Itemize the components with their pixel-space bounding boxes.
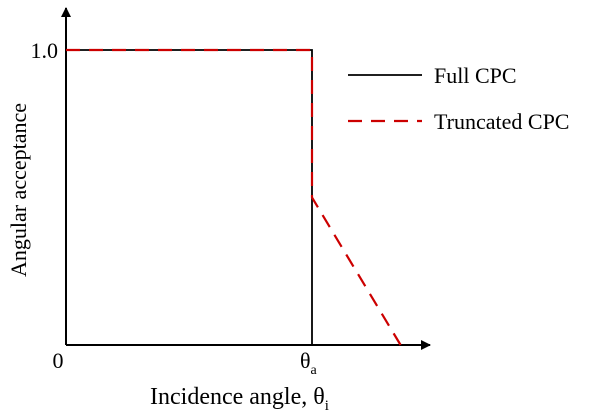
- x-tick-label-1: θa: [300, 348, 318, 378]
- legend-label-1: Full CPC: [434, 63, 517, 88]
- x-axis-label-subscript: i: [325, 398, 329, 414]
- origin-label: 0: [53, 348, 64, 373]
- x-axis-label: Incidence angle, θi: [150, 384, 329, 414]
- x-tick-labels: θa: [300, 348, 318, 378]
- y-tick-labels: 1.0: [31, 38, 59, 63]
- y-axis-label: Angular acceptance: [6, 103, 31, 277]
- series-line-2: [66, 48, 402, 346]
- x-axis-label-main: Incidence angle, θ: [150, 384, 325, 410]
- legend: Full CPC Truncated CPC: [348, 63, 569, 134]
- legend-label-2: Truncated CPC: [434, 109, 569, 134]
- y-tick-label-1: 1.0: [31, 38, 59, 63]
- series-line-1: [66, 49, 313, 345]
- series-layer: [66, 48, 402, 346]
